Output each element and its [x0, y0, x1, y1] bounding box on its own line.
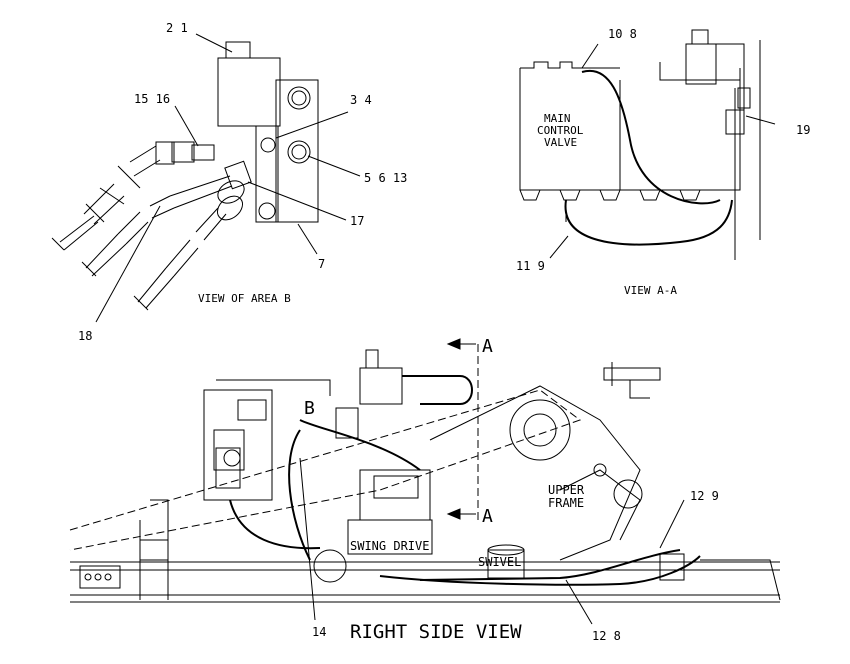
callout-10-8: 10 8 [608, 27, 637, 41]
view-titles: VIEW OF AREA B VIEW A-A RIGHT SIDE VIEW [198, 284, 677, 643]
upper-frame-label-2: FRAME [548, 496, 584, 510]
main-control-valve-label-1: MAIN [544, 112, 571, 125]
upper-frame-label-1: UPPER [548, 483, 585, 497]
valve-block-side [255, 125, 279, 223]
solenoid-coil [217, 57, 281, 127]
main-control-valve-label-2: CONTROL [537, 124, 584, 137]
valve-block [275, 79, 319, 223]
section-a-bottom-label: A [482, 506, 493, 527]
solenoid-cap [225, 41, 251, 59]
callout-21: 2 1 [166, 21, 188, 35]
component-labels: MAIN CONTROL VALVE UPPER FRAME SWING DRI… [304, 112, 585, 569]
right-side-view [69, 338, 781, 625]
callout-14: 14 [312, 625, 326, 639]
callout-3-4: 3 4 [350, 93, 372, 107]
valve-bank [203, 389, 273, 501]
callout-12-8: 12 8 [592, 629, 621, 643]
swing-drive [359, 469, 431, 521]
callout-labels: 2 1 15 16 3 4 5 6 13 17 7 18 10 8 19 11 … [78, 21, 810, 643]
boom-pin [509, 399, 571, 461]
swivel-label: SWIVEL [478, 555, 521, 569]
area-b-label: B [304, 398, 315, 419]
callout-17: 17 [350, 214, 364, 228]
view-title-right-side: RIGHT SIDE VIEW [350, 621, 522, 643]
callout-5-6-13: 5 6 13 [364, 171, 407, 185]
main-control-valve-outline [519, 68, 741, 191]
swing-drive-label: SWING DRIVE [350, 539, 429, 553]
callout-18: 18 [78, 329, 92, 343]
callout-15-16: 15 16 [134, 92, 170, 106]
view-a-a [519, 29, 776, 260]
main-control-valve-label-3: VALVE [544, 136, 577, 149]
view-title-a-a: VIEW A-A [624, 284, 677, 297]
callout-7: 7 [318, 257, 325, 271]
view-of-area-b [51, 33, 361, 323]
callout-12-9: 12 9 [690, 489, 719, 503]
callout-11-9: 11 9 [516, 259, 545, 273]
callout-19: 19 [796, 123, 810, 137]
view-title-area-b: VIEW OF AREA B [198, 292, 291, 305]
section-a-top-label: A [482, 336, 493, 357]
